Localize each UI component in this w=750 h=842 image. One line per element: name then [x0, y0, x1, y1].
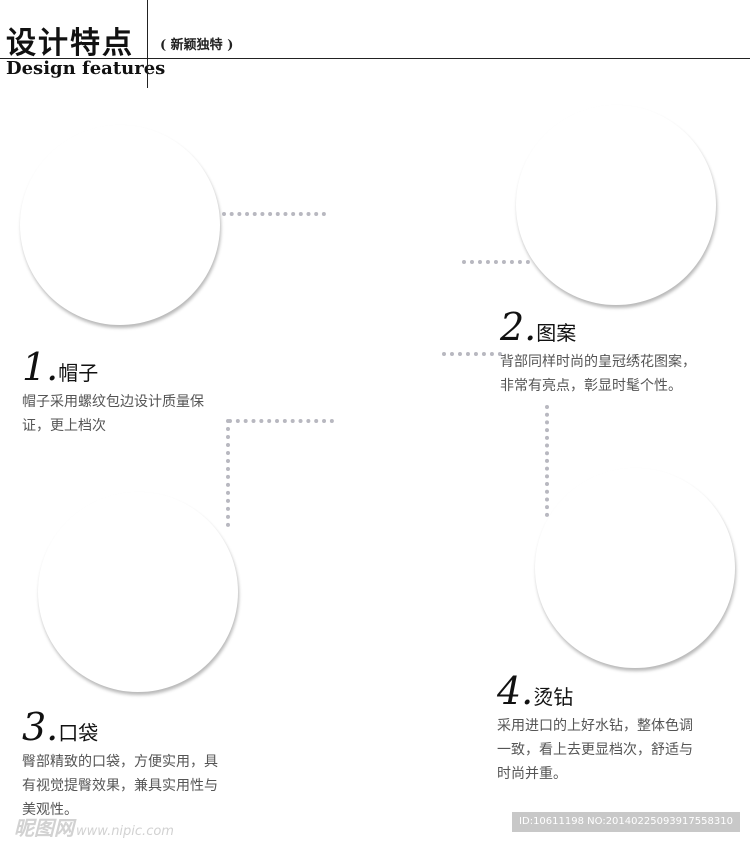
feature-3-number: 3.: [22, 705, 59, 749]
feature-4-image-circle: [535, 468, 735, 668]
feature-1-name: 帽子: [58, 361, 99, 385]
feature-4-description: 采用进口的上好水钻，整体色调一致，看上去更显档次，舒适与时尚并重。: [497, 718, 693, 782]
feature-3-description: 臀部精致的口袋，方便实用，具有视觉提臀效果，兼具实用性与美观性。: [22, 754, 218, 818]
feature-2-description: 背部同样时尚的皇冠绣花图案，非常有亮点，彰显时髦个性。: [500, 354, 696, 394]
watermark-url: www.nipic.com: [76, 824, 174, 839]
feature-2: 2.图案 背部同样时尚的皇冠绣花图案，非常有亮点，彰显时髦个性。: [500, 308, 705, 398]
header: 设计特点 ( 新颖独特 ) Design features: [0, 0, 750, 88]
feature-4-number: 4.: [497, 669, 534, 713]
connector-line-3: [228, 419, 334, 423]
connector-line-1: [222, 212, 326, 216]
section-title-english: Design features: [6, 58, 166, 79]
section-title: 设计特点: [6, 26, 134, 61]
section-subtitle: ( 新颖独特 ): [160, 38, 234, 53]
watermark-id-badge: ID:10611198 NO:20140225093917558310: [512, 812, 740, 832]
connector-line-2: [462, 260, 530, 264]
header-vertical-divider: [147, 0, 148, 88]
feature-1-description: 帽子采用螺纹包边设计质量保证，更上档次: [22, 394, 204, 434]
feature-4-title: 4.烫钻: [497, 672, 702, 712]
feature-4-name: 烫钻: [533, 685, 574, 709]
connector-line-3b: [226, 419, 230, 527]
connector-line-2b: [442, 352, 502, 356]
header-horizontal-divider: [0, 58, 750, 59]
feature-4: 4.烫钻 采用进口的上好水钻，整体色调一致，看上去更显档次，舒适与时尚并重。: [497, 672, 702, 786]
feature-2-number: 2.: [500, 305, 537, 349]
feature-1-number: 1.: [22, 345, 59, 389]
feature-2-title: 2.图案: [500, 308, 705, 348]
feature-3: 3.口袋 臀部精致的口袋，方便实用，具有视觉提臀效果，兼具实用性与美观性。: [22, 708, 227, 822]
feature-2-name: 图案: [536, 321, 577, 345]
feature-2-image-circle: [516, 105, 716, 305]
connector-line-2c: [545, 405, 549, 517]
feature-3-title: 3.口袋: [22, 708, 227, 748]
feature-1-image-circle: [20, 125, 220, 325]
feature-3-image-circle: [38, 492, 238, 692]
watermark-brand-name: 昵图网: [14, 816, 74, 840]
feature-3-name: 口袋: [58, 721, 99, 745]
feature-1-title: 1.帽子: [22, 348, 227, 388]
feature-1: 1.帽子 帽子采用螺纹包边设计质量保证，更上档次: [22, 348, 227, 438]
